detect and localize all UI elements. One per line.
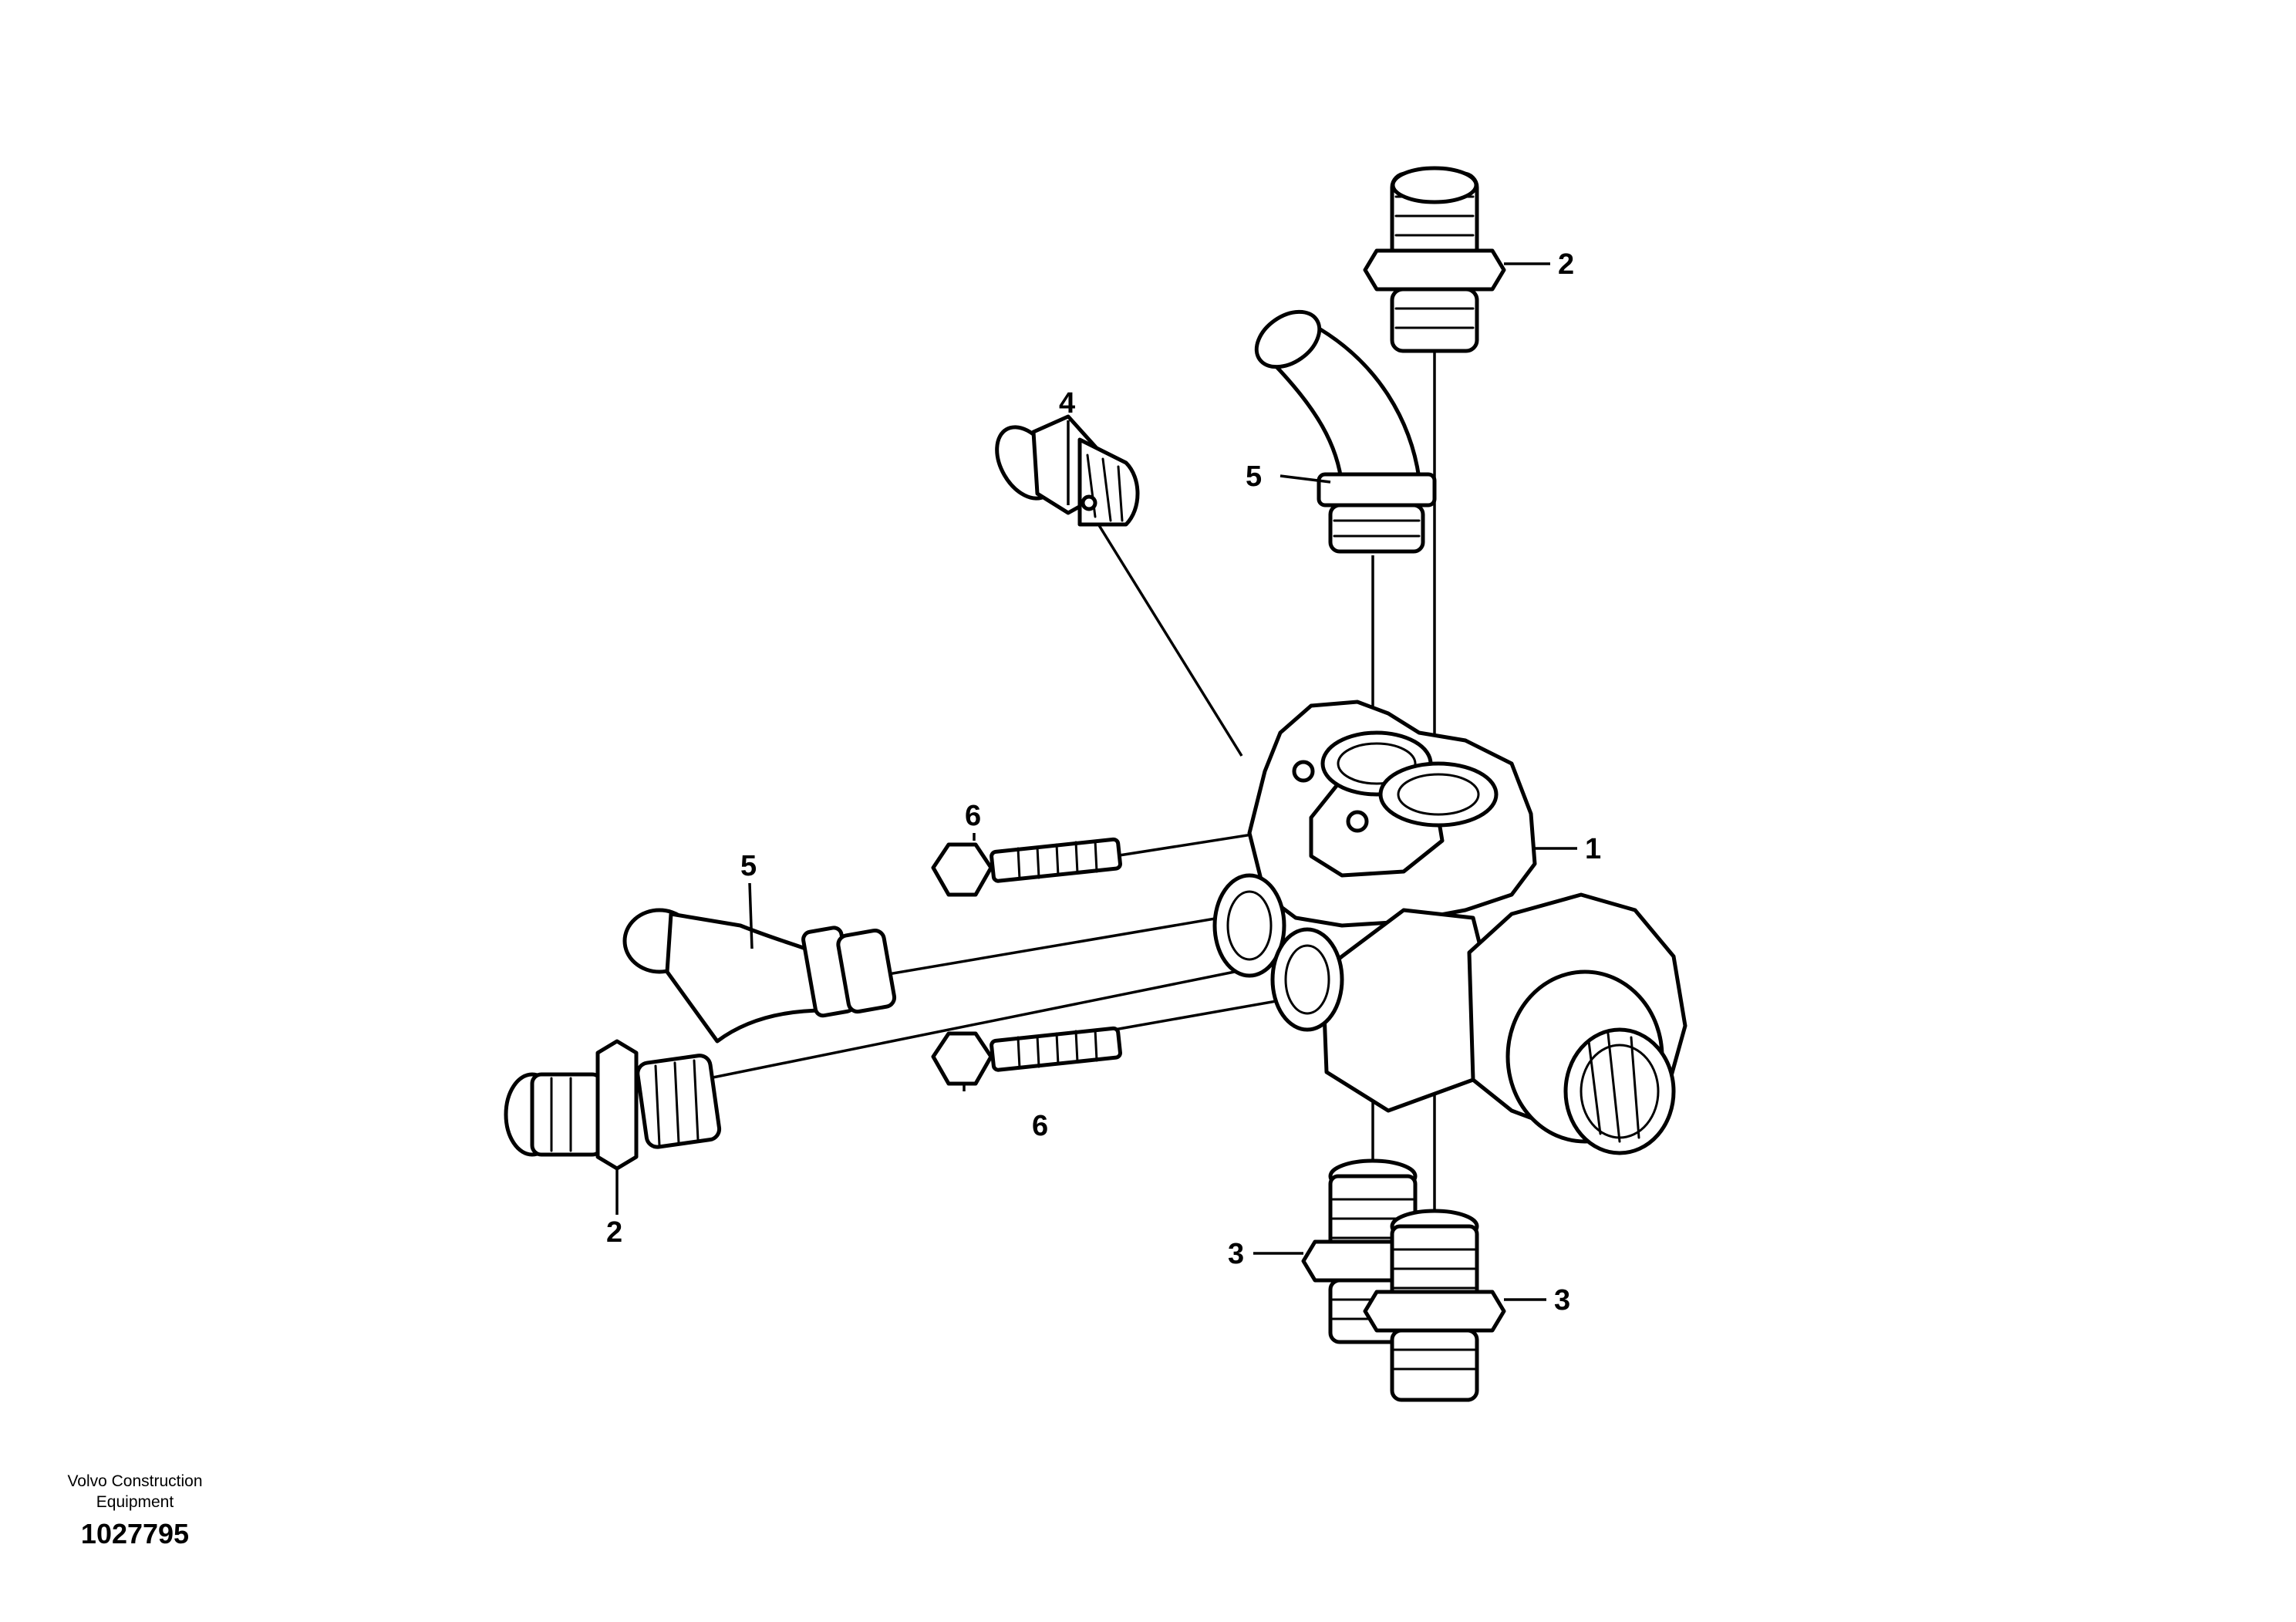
assembly-lines — [670, 339, 1436, 1219]
elbow-fitting-part-5-top — [1254, 309, 1437, 554]
fitting-part-2-left — [504, 1039, 722, 1171]
brand-line-1: Volvo Construction — [67, 1472, 203, 1490]
callout-5-top: 5 — [1246, 460, 1262, 493]
callout-6-top: 6 — [965, 800, 981, 832]
callout-2-left: 2 — [606, 1216, 622, 1249]
elbow-fitting-part-5-left — [622, 908, 897, 1044]
bolt-part-6-bottom — [931, 1026, 1122, 1086]
plug-fitting-part-4 — [995, 414, 1140, 527]
fitting-part-2-top — [1363, 166, 1506, 353]
brand-line-2: Equipment — [96, 1493, 174, 1511]
callout-5-left: 5 — [740, 850, 757, 882]
callout-6-bottom: 6 — [1032, 1110, 1048, 1142]
callout-3-right: 3 — [1554, 1284, 1570, 1317]
bolt-part-6-top — [931, 837, 1122, 897]
fitting-part-3-right — [1363, 1209, 1506, 1402]
callout-2-top: 2 — [1558, 248, 1574, 281]
drawing-number: 1027795 — [80, 1518, 190, 1549]
callout-1: 1 — [1585, 833, 1601, 865]
brand-caption: Volvo Construction Equipment — [31, 1471, 239, 1512]
callout-leaders — [615, 262, 1577, 1301]
callout-3-left: 3 — [1228, 1238, 1244, 1270]
callout-4: 4 — [1059, 387, 1075, 420]
valve-block-part-1 — [1212, 700, 1687, 1155]
